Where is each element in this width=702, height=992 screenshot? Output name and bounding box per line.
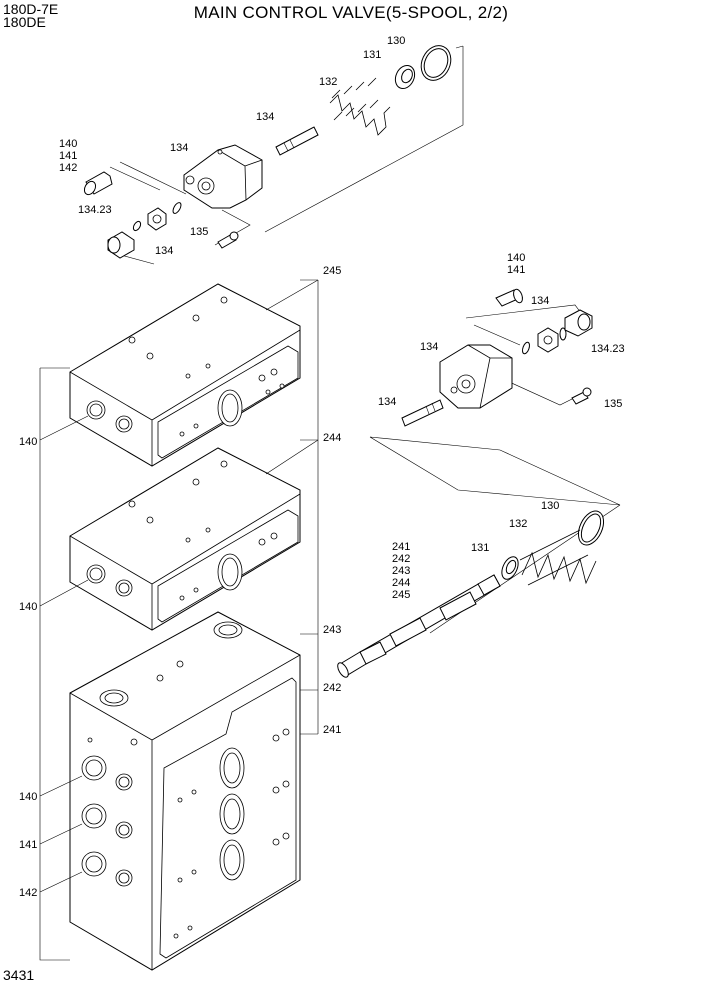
callout-134-body: 134 <box>170 142 189 154</box>
model-code-1: 180D-7E <box>3 1 59 17</box>
callout-134-r2: 134 <box>420 341 439 353</box>
callout-241-spool: 241 <box>392 541 411 553</box>
callout-130: 130 <box>387 35 406 47</box>
callout-134-cap: 134 <box>155 245 174 257</box>
callout-131-mid: 131 <box>471 542 490 554</box>
callout-141: 141 <box>59 150 78 162</box>
callout-134-pin: 134 <box>256 111 275 123</box>
callout-134-23: 134.23 <box>78 204 112 216</box>
callout-134-r3: 134 <box>378 396 397 408</box>
callout-141-right: 141 <box>507 264 526 276</box>
right-relief-assembly <box>369 288 621 506</box>
model-code-2: 180DE <box>3 14 46 30</box>
housing-lower <box>69 611 301 971</box>
callout-241-right: 241 <box>323 724 342 736</box>
callout-245-right: 245 <box>323 265 342 277</box>
callout-134-r1: 134 <box>531 295 550 307</box>
callout-140-left1: 140 <box>19 436 38 448</box>
callout-243-right: 243 <box>323 624 342 636</box>
body-134-top <box>183 144 263 209</box>
cap-134-right <box>564 309 593 337</box>
callout-135-right: 135 <box>604 398 623 410</box>
body-134-right <box>439 344 513 409</box>
pin-134-top <box>275 126 319 156</box>
callout-245-spool: 245 <box>392 589 411 601</box>
callout-242-right: 242 <box>323 682 342 694</box>
screw-135-right <box>571 387 592 405</box>
spring-132 <box>329 77 391 136</box>
nut-134-23-top <box>147 207 167 231</box>
housing-middle <box>69 447 301 631</box>
housing-upper <box>69 283 301 467</box>
callout-244-spool: 244 <box>392 577 411 589</box>
callout-130-mid: 130 <box>541 500 560 512</box>
callout-244-right: 244 <box>323 432 342 444</box>
callout-131: 131 <box>363 49 382 61</box>
page-number: 3431 <box>3 967 35 983</box>
nut-134-23-right <box>537 327 559 353</box>
callout-140-right: 140 <box>507 252 526 264</box>
top-relief-assembly <box>83 45 464 265</box>
plug-140-right <box>495 288 523 307</box>
callout-142-left: 142 <box>19 887 38 899</box>
callout-243-spool: 243 <box>392 565 411 577</box>
pin-134-right <box>401 399 444 427</box>
screw-135-top <box>217 231 239 249</box>
callout-141-left: 141 <box>19 839 38 851</box>
callout-134-23-right: 134.23 <box>591 343 625 355</box>
page-title: MAIN CONTROL VALVE(5-SPOOL, 2/2) <box>193 3 509 22</box>
callout-140-left3: 140 <box>19 791 38 803</box>
callout-135: 135 <box>190 226 209 238</box>
callout-132: 132 <box>319 76 338 88</box>
spool-assembly <box>337 504 621 678</box>
callout-132-mid: 132 <box>509 518 528 530</box>
callout-242-spool: 242 <box>392 553 411 565</box>
spring-132-mid <box>519 529 597 586</box>
plug-140-top <box>83 171 113 196</box>
callout-140-left2: 140 <box>19 601 38 613</box>
cap-134-top <box>107 231 135 259</box>
leader-lines <box>39 279 319 961</box>
callout-140: 140 <box>59 138 78 150</box>
callout-142: 142 <box>59 162 78 174</box>
